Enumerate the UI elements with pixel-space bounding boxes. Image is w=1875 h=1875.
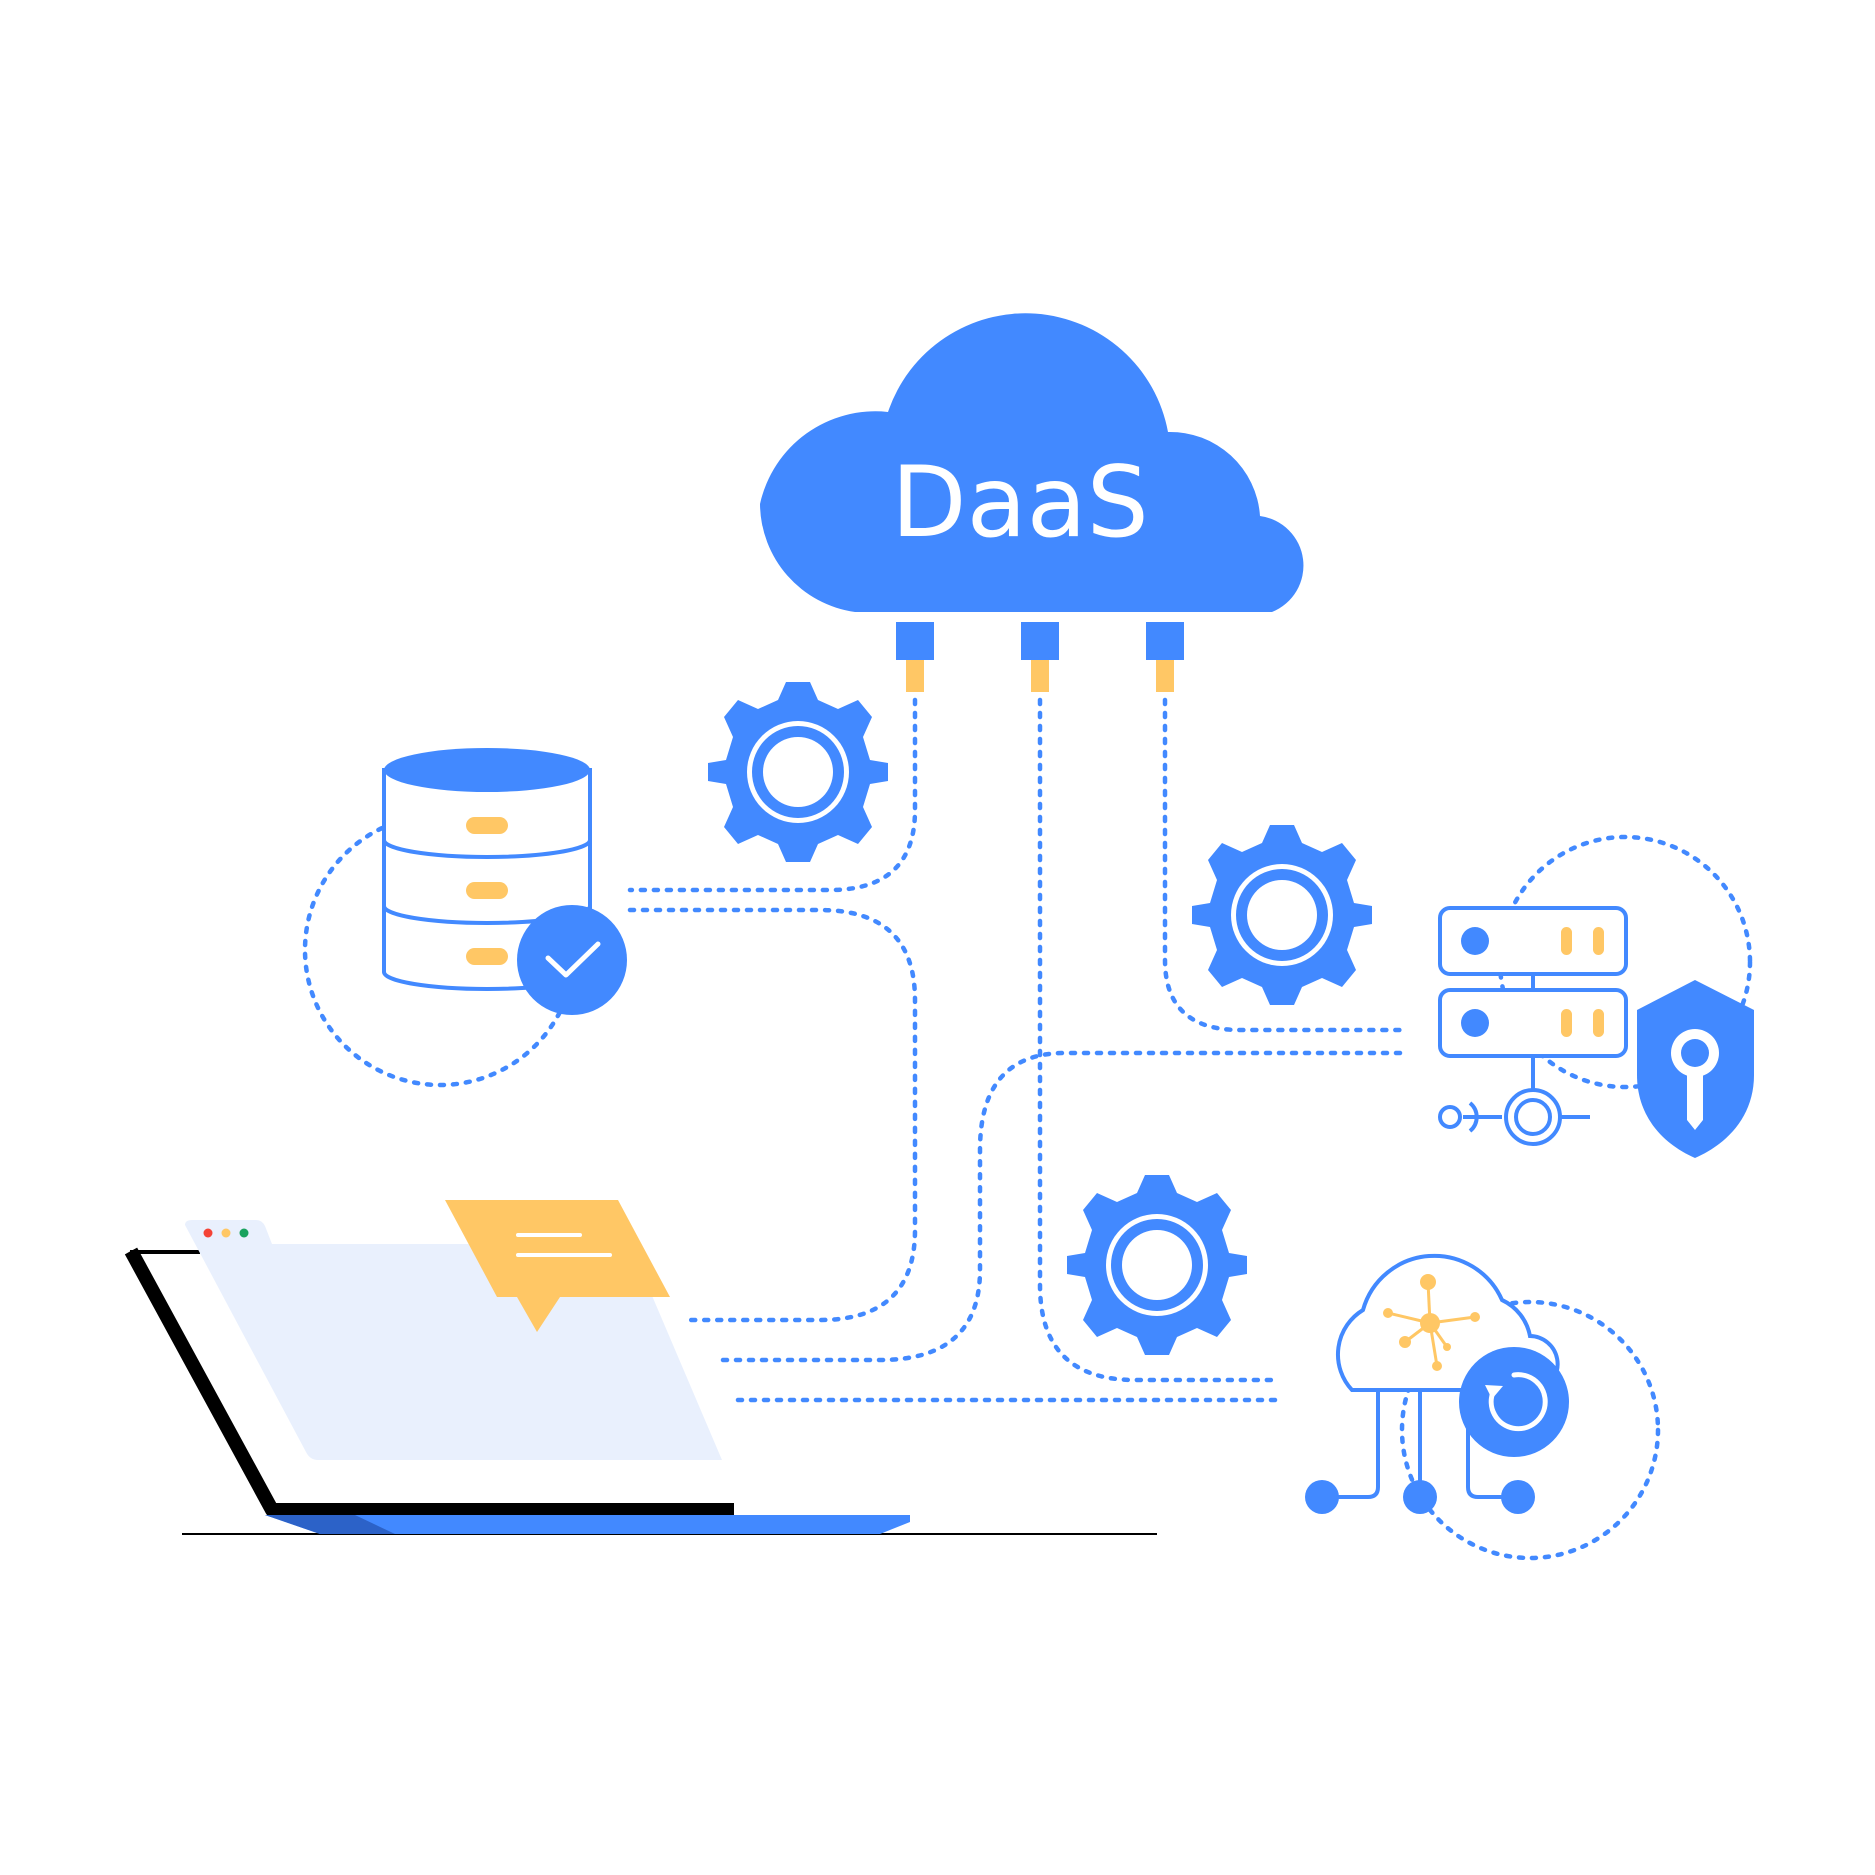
refresh-icon — [1459, 1347, 1569, 1457]
chat-bubble-icon — [445, 1200, 670, 1332]
plug-icon — [896, 622, 934, 692]
network-orbit — [1399, 1299, 1661, 1561]
line-cloud-to-server — [1162, 697, 1403, 1033]
line-database-to-laptop — [627, 907, 918, 1323]
window-minimize-dot — [221, 1228, 231, 1238]
cloud-icon — [760, 313, 1304, 612]
laptop-icon — [124, 1247, 910, 1534]
gear-icon — [1067, 1175, 1247, 1355]
daas-cloud: DaaS — [760, 313, 1304, 692]
line-cloud-to-database — [627, 697, 918, 893]
line-server-to-laptop — [712, 1050, 1403, 1363]
cloud-label: DaaS — [891, 446, 1149, 560]
gear-icon — [708, 682, 888, 862]
line-cloud-to-network — [1037, 697, 1278, 1383]
window-maximize-dot — [239, 1228, 249, 1238]
gear-icon — [1192, 825, 1372, 1005]
cloud-network-node — [1305, 1253, 1569, 1514]
laptop-node — [124, 1200, 1157, 1535]
plug-icon — [1021, 622, 1059, 692]
plug-icon — [1146, 622, 1184, 692]
window-close-dot — [203, 1228, 213, 1238]
check-icon — [517, 905, 627, 1015]
server-icon — [1438, 906, 1628, 1146]
secure-server-node — [1438, 906, 1754, 1158]
shield-lock-icon — [1637, 980, 1754, 1158]
database-node — [382, 748, 627, 1015]
